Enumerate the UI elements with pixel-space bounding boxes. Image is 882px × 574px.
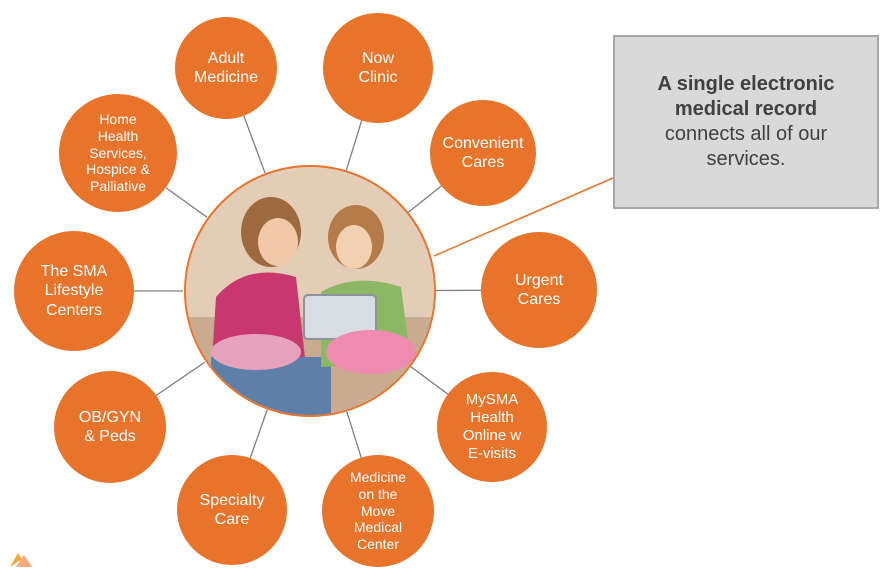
spoke-medicine-on-the-move bbox=[347, 411, 362, 457]
node-label: The SMA Lifestyle Centers bbox=[41, 262, 108, 320]
node-ob-gyn-peds: OB/GYN & Peds bbox=[54, 371, 166, 483]
callout-box: A single electronic medical record conne… bbox=[613, 35, 879, 209]
node-home-health: Home Health Services, Hospice & Palliati… bbox=[59, 94, 177, 212]
node-medicine-on-the-move: Medicine on the Move Medical Center bbox=[322, 455, 434, 567]
node-adult-medicine: Adult Medicine bbox=[175, 17, 277, 119]
spoke-home-health bbox=[166, 188, 207, 218]
spoke-now-clinic bbox=[346, 121, 362, 171]
node-sma-lifestyle: The SMA Lifestyle Centers bbox=[14, 231, 134, 351]
callout-bold-text: A single electronic medical record bbox=[657, 72, 834, 122]
node-label: Convenient Cares bbox=[443, 134, 524, 172]
node-now-clinic: Now Clinic bbox=[323, 13, 433, 123]
node-label: Specialty Care bbox=[200, 491, 265, 529]
family-photo-illustration bbox=[186, 167, 434, 415]
node-label: Urgent Cares bbox=[515, 271, 563, 309]
node-convenient-cares: Convenient Cares bbox=[430, 100, 536, 206]
node-urgent-cares: Urgent Cares bbox=[481, 232, 597, 348]
node-label: MySMA Health Online w E-visits bbox=[463, 391, 521, 463]
node-label: Medicine on the Move Medical Center bbox=[350, 469, 406, 553]
node-label: Home Health Services, Hospice & Palliati… bbox=[86, 111, 150, 195]
node-label: Now Clinic bbox=[358, 49, 397, 87]
node-label: Adult Medicine bbox=[194, 49, 258, 87]
spoke-convenient-cares bbox=[408, 186, 442, 213]
spoke-specialty-care bbox=[250, 410, 267, 458]
node-mysma-health: MySMA Health Online w E-visits bbox=[437, 372, 547, 482]
node-specialty-care: Specialty Care bbox=[177, 455, 287, 565]
spoke-adult-medicine bbox=[244, 116, 265, 173]
logo-icon bbox=[6, 549, 36, 569]
callout-normal-text: connects all of our services. bbox=[665, 122, 827, 172]
spoke-ob-gyn-peds bbox=[156, 362, 205, 395]
center-photo bbox=[184, 165, 436, 417]
node-label: OB/GYN & Peds bbox=[79, 408, 141, 446]
spoke-mysma-health bbox=[410, 366, 448, 394]
